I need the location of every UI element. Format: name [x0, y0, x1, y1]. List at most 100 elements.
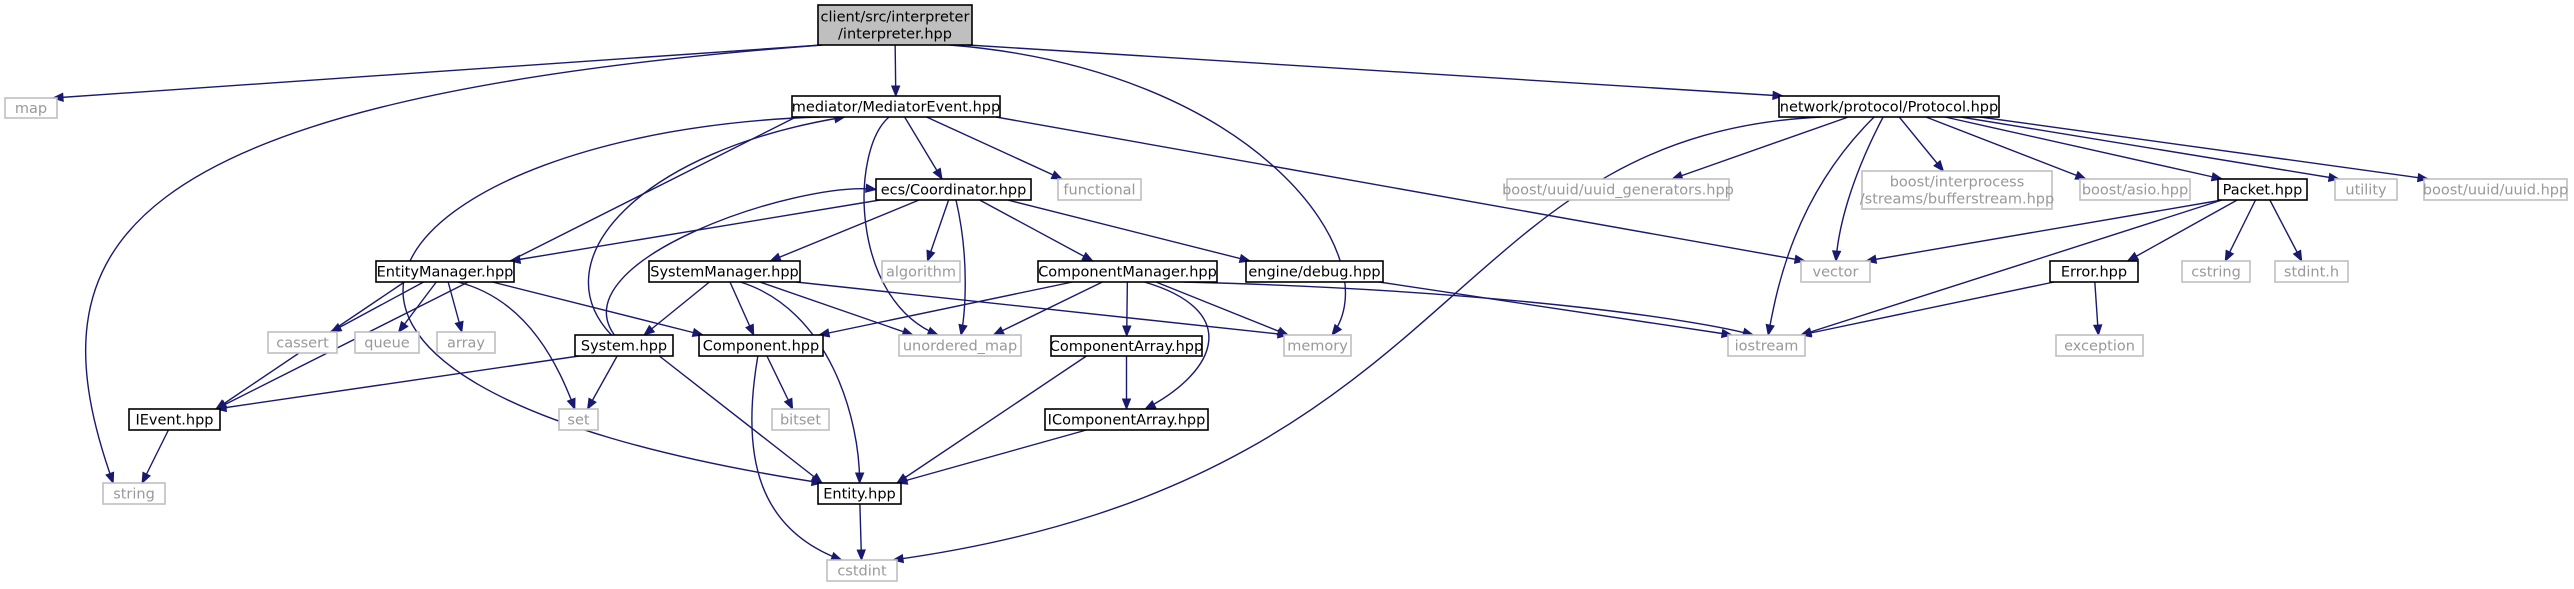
edge-systemmanager-to-unordered_map	[759, 281, 914, 336]
edge-protocol-to-iostream	[1767, 116, 1875, 336]
node-asio[interactable]: boost/asio.hpp	[2079, 178, 2191, 201]
edge-componentmanager-to-component	[818, 281, 1073, 336]
node-cstdint[interactable]: cstdint	[826, 559, 898, 582]
node-cassert[interactable]: cassert	[267, 331, 338, 354]
node-bitset[interactable]: bitset	[771, 408, 830, 431]
node-box-packet	[2217, 178, 2308, 201]
node-label-set: set	[567, 413, 589, 429]
node-ievent[interactable]: IEvent.hpp	[128, 408, 221, 431]
node-entity[interactable]: Entity.hpp	[817, 482, 902, 505]
node-memory[interactable]: memory	[1283, 334, 1352, 357]
node-label-bitset: bitset	[780, 413, 821, 429]
node-uuid[interactable]: boost/uuid/uuid.hpp	[2423, 178, 2568, 201]
node-label-exception: exception	[2064, 339, 2135, 355]
node-box-string	[102, 482, 166, 505]
edge-coordinator-to-debug	[1007, 199, 1251, 262]
arrowhead-packet-to-stdint	[2292, 249, 2303, 263]
node-exception[interactable]: exception	[2055, 334, 2144, 357]
arrowhead-system-to-set	[586, 397, 597, 411]
edge-protocol-to-packet	[1944, 116, 2223, 180]
node-entitymanager[interactable]: EntityManager.hpp	[375, 260, 515, 283]
node-set[interactable]: set	[558, 408, 599, 431]
arrowhead-ievent-to-string	[141, 471, 152, 485]
arrowhead-entitymanager-to-set	[566, 397, 576, 411]
arrowhead-componentmanager-to-memory	[1276, 326, 1290, 336]
node-algorithm[interactable]: algorithm	[881, 260, 961, 283]
node-label-memory: memory	[1287, 339, 1348, 355]
node-coordinator[interactable]: ecs/Coordinator.hpp	[875, 178, 1032, 201]
node-box-memory	[1283, 334, 1352, 357]
node-label-array: array	[447, 336, 485, 352]
arrowhead-entitymanager-to-queue	[397, 320, 409, 334]
arrowhead-error-to-exception	[2092, 324, 2103, 337]
edge-entitymanager-to-component	[492, 281, 704, 336]
edge-protocol-to-bufferstream	[1898, 116, 1944, 172]
edge-entitymanager-to-cassert	[330, 281, 424, 333]
node-protocol[interactable]: network/protocol/Protocol.hpp	[1778, 95, 2000, 118]
arrowhead-packet-to-error	[2126, 251, 2140, 262]
node-label-entity: Entity.hpp	[823, 487, 895, 503]
node-box-componentmanager	[1037, 260, 1218, 283]
node-system[interactable]: System.hpp	[574, 334, 674, 357]
node-root[interactable]: client/src/interpreter/interpreter.hpp	[817, 4, 973, 46]
node-label-componentarray: ComponentArray.hpp	[1050, 339, 1203, 355]
edge-system-to-coordinator	[605, 188, 877, 336]
node-box-stdint	[2274, 260, 2349, 283]
node-box-icomponentarray	[1044, 408, 1209, 431]
edge-system-to-entity	[658, 355, 823, 484]
node-label-algorithm: algorithm	[886, 265, 956, 281]
arrowhead-system-to-entity	[810, 472, 824, 484]
node-bufferstream[interactable]: boost/interprocess/streams/bufferstream.…	[1860, 170, 2054, 210]
node-string[interactable]: string	[102, 482, 166, 505]
arrowhead-protocol-to-iostream	[1765, 323, 1775, 337]
node-box-vector	[1800, 260, 1871, 283]
edge-coordinator-to-algorithm	[926, 199, 950, 262]
node-box-bufferstream	[1861, 170, 2053, 210]
node-queue[interactable]: queue	[354, 331, 420, 354]
node-label-error: Error.hpp	[2061, 265, 2127, 281]
arrowhead-root-to-string	[105, 471, 115, 485]
edge-coordinator-to-systemmanager	[770, 199, 920, 262]
node-box-bitset	[771, 408, 830, 431]
node-map[interactable]: map	[4, 97, 58, 119]
node-component[interactable]: Component.hpp	[698, 334, 824, 357]
node-componentarray[interactable]: ComponentArray.hpp	[1050, 335, 1203, 357]
edge-entitymanager-to-set	[457, 281, 576, 410]
node-array[interactable]: array	[436, 331, 496, 354]
edge-componentmanager-to-iostream	[1183, 281, 1754, 336]
node-debug[interactable]: engine/debug.hpp	[1245, 260, 1384, 283]
node-label-bufferstream-line-1: boost/interprocess	[1890, 175, 2025, 191]
arrowhead-entitymanager-to-array	[454, 320, 464, 334]
edge-packet-to-stdint	[2269, 199, 2303, 262]
node-error[interactable]: Error.hpp	[2049, 260, 2139, 283]
node-label-iostream: iostream	[1735, 339, 1799, 355]
node-functional[interactable]: functional	[1057, 178, 1142, 201]
edge-packet-to-error	[2127, 199, 2238, 262]
node-uuidgen[interactable]: boost/uuid/uuid_generators.hpp	[1502, 178, 1734, 201]
arrowhead-protocol-to-bufferstream	[1933, 159, 1945, 173]
node-utility[interactable]: utility	[2334, 178, 2398, 201]
node-systemmanager[interactable]: SystemManager.hpp	[648, 260, 801, 283]
node-label-bufferstream-line-2: /streams/bufferstream.hpp	[1860, 192, 2054, 208]
node-label-functional: functional	[1063, 183, 1135, 199]
node-icomponentarray[interactable]: IComponentArray.hpp	[1044, 408, 1209, 431]
node-mediator[interactable]: mediator/MediatorEvent.hpp	[791, 95, 1001, 118]
node-vector[interactable]: vector	[1800, 260, 1871, 283]
edge-packet-to-vector	[1865, 199, 2223, 262]
node-box-component	[698, 334, 824, 357]
arrowhead-system-to-coordinator	[864, 183, 878, 193]
node-unordered_map[interactable]: unordered_map	[898, 334, 1022, 357]
arrowhead-root-to-map	[51, 92, 64, 103]
edge-componentarray-to-entity	[896, 355, 1087, 484]
node-label-coordinator: ecs/Coordinator.hpp	[881, 183, 1027, 199]
node-cstring[interactable]: cstring	[2181, 260, 2251, 283]
edge-coordinator-to-componentmanager	[979, 199, 1094, 262]
node-label-string: string	[113, 487, 155, 503]
node-label-ievent: IEvent.hpp	[135, 413, 213, 429]
node-packet[interactable]: Packet.hpp	[2217, 178, 2308, 201]
node-iostream[interactable]: iostream	[1727, 334, 1806, 357]
node-label-utility: utility	[2345, 183, 2387, 199]
node-stdint[interactable]: stdint.h	[2274, 260, 2349, 283]
node-componentmanager[interactable]: ComponentManager.hpp	[1037, 260, 1218, 283]
edge-system-to-ievent	[215, 355, 580, 410]
